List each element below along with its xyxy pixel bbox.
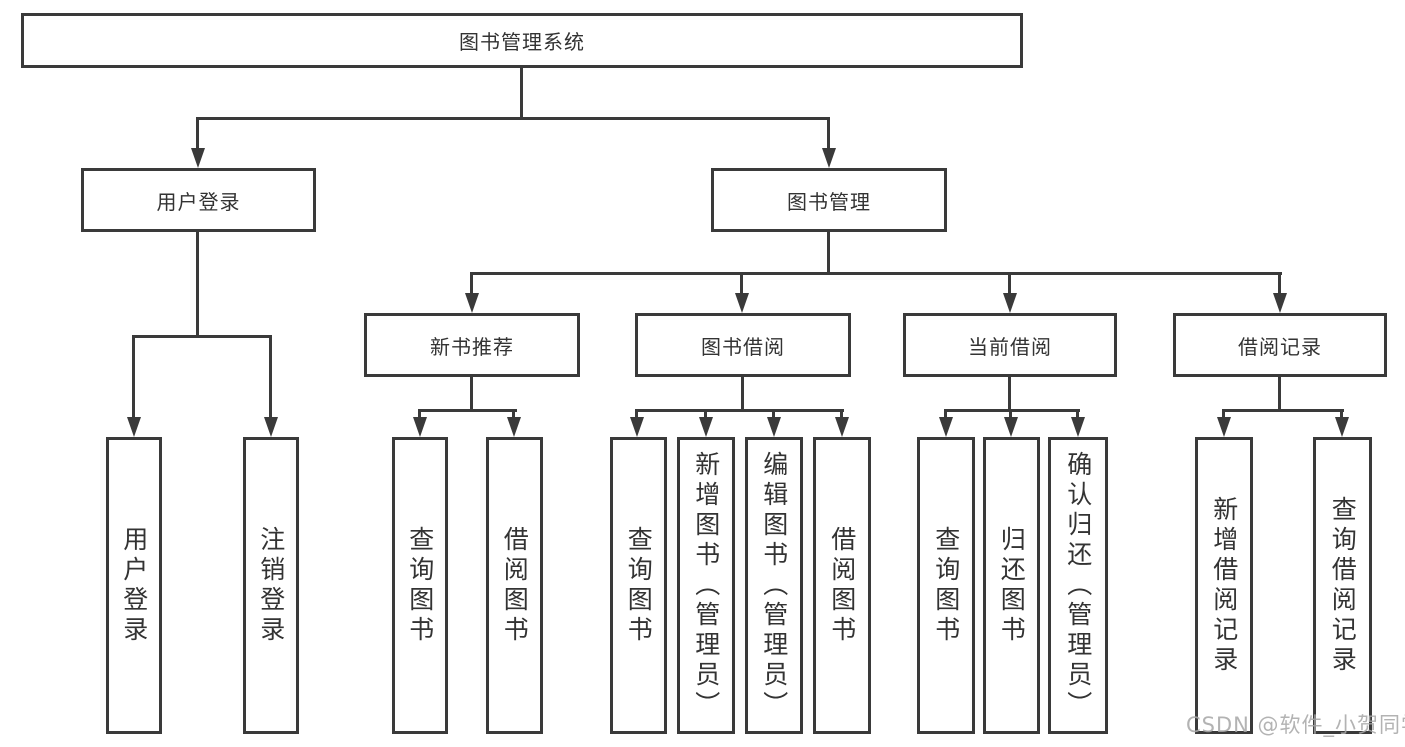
connector-root-stem [520,68,523,117]
leaf-add-book-admin: 新增图书（管理员） [677,437,735,734]
node-root-label: 图书管理系统 [459,30,585,54]
leaf-edit-book-admin: 编辑图书（管理员） [745,437,803,734]
arrowhead-query-books-2 [630,417,644,437]
connector-drop-book-management [827,117,830,150]
connector-book-management-stem [827,232,830,275]
connector-drop-current-borrowing [1008,272,1011,295]
connector-current-borrowing-stem [1008,377,1011,411]
connector-drop-query-books-3 [944,409,947,420]
arrowhead-query-books-3 [939,417,953,437]
connector-book-borrowing-stem [741,377,744,411]
connector-root-bar [196,117,830,120]
leaf-edit-book-admin-label: 编辑图书（管理员） [759,450,789,721]
leaf-query-books-2: 查询图书 [610,437,667,734]
arrowhead-book-borrowing [735,293,749,313]
arrowhead-new-book [465,293,479,313]
arrowhead-book-management [822,148,836,168]
connector-user-login-bar [132,335,272,338]
node-user-login-label: 用户登录 [156,189,241,214]
arrowhead-current-borrowing [1003,293,1017,313]
connector-borrowing-records-bar [1222,409,1344,412]
connector-new-book-bar [418,409,517,412]
arrowhead-leaf-user-login [127,417,141,437]
leaf-user-login-label: 用户登录 [119,525,149,646]
connector-user-login-stem [196,232,199,336]
leaf-add-borrow-record: 新增借阅记录 [1195,437,1253,734]
leaf-borrow-books-1: 借阅图书 [486,437,543,734]
connector-drop-leaf-logout [269,335,272,419]
node-new-book-recommend: 新书推荐 [364,313,580,377]
leaf-query-books-1: 查询图书 [392,437,448,734]
leaf-query-books-3-label: 查询图书 [931,525,961,646]
node-borrowing-records: 借阅记录 [1173,313,1387,377]
connector-drop-add-book [704,409,707,420]
arrowhead-query-books-1 [413,417,427,437]
connector-drop-leaf-user-login [132,335,135,419]
connector-drop-borrow-books-2 [840,409,843,420]
connector-drop-query-books-1 [418,409,421,420]
connector-current-borrowing-bar [944,409,1080,412]
connector-drop-query-books-2 [635,409,638,420]
connector-drop-book-borrowing [740,272,743,295]
connector-drop-add-record [1222,409,1225,420]
connector-drop-query-record [1340,409,1343,420]
node-user-login: 用户登录 [81,168,316,232]
leaf-query-books-3: 查询图书 [917,437,975,734]
arrowhead-add-book [699,417,713,437]
arrowhead-borrow-books-1 [507,417,521,437]
node-current-borrowing-label: 当前借阅 [968,334,1052,359]
leaf-logout-label: 注销登录 [256,525,286,646]
node-book-borrowing-label: 图书借阅 [701,334,785,359]
leaf-borrow-books-2: 借阅图书 [813,437,871,734]
arrowhead-add-record [1217,417,1231,437]
arrowhead-borrow-books-2 [835,417,849,437]
node-book-borrowing: 图书借阅 [635,313,851,377]
arrowhead-query-record [1335,417,1349,437]
leaf-logout: 注销登录 [243,437,299,734]
node-new-book-recommend-label: 新书推荐 [430,334,514,359]
connector-drop-borrow-books-1 [512,409,515,420]
arrowhead-leaf-logout [264,417,278,437]
leaf-borrow-books-2-label: 借阅图书 [827,525,857,646]
node-current-borrowing: 当前借阅 [903,313,1117,377]
leaf-query-borrow-record-label: 查询借阅记录 [1328,495,1358,676]
connector-borrowing-records-stem [1278,377,1281,411]
arrowhead-edit-book [767,417,781,437]
connector-drop-borrowing-records [1278,272,1281,295]
leaf-return-books: 归还图书 [983,437,1040,734]
leaf-query-borrow-record: 查询借阅记录 [1313,437,1372,734]
connector-drop-return-books [1009,409,1012,420]
node-book-management: 图书管理 [711,168,947,232]
leaf-confirm-return-admin: 确认归还（管理员） [1048,437,1108,734]
arrowhead-user-login [191,148,205,168]
arrowhead-return-books [1004,417,1018,437]
watermark: CSDN @软件_小贺同学 [1186,713,1405,737]
leaf-query-books-2-label: 查询图书 [624,525,654,646]
connector-drop-confirm-return [1076,409,1079,420]
leaf-borrow-books-1-label: 借阅图书 [500,525,530,646]
connector-book-borrowing-bar [635,409,844,412]
connector-book-management-bar [470,272,1282,275]
leaf-add-borrow-record-label: 新增借阅记录 [1209,495,1239,676]
node-book-management-label: 图书管理 [787,189,871,214]
connector-drop-new-book [470,272,473,295]
node-root: 图书管理系统 [21,13,1023,68]
arrowhead-confirm-return [1071,417,1085,437]
connector-drop-user-login [196,117,199,150]
arrowhead-borrowing-records [1273,293,1287,313]
node-borrowing-records-label: 借阅记录 [1238,334,1322,359]
leaf-add-book-admin-label: 新增图书（管理员） [691,450,721,721]
connector-drop-edit-book [772,409,775,420]
leaf-user-login: 用户登录 [106,437,162,734]
connector-new-book-stem [470,377,473,411]
leaf-confirm-return-admin-label: 确认归还（管理员） [1063,450,1093,721]
leaf-query-books-1-label: 查询图书 [405,525,435,646]
leaf-return-books-label: 归还图书 [997,525,1027,646]
